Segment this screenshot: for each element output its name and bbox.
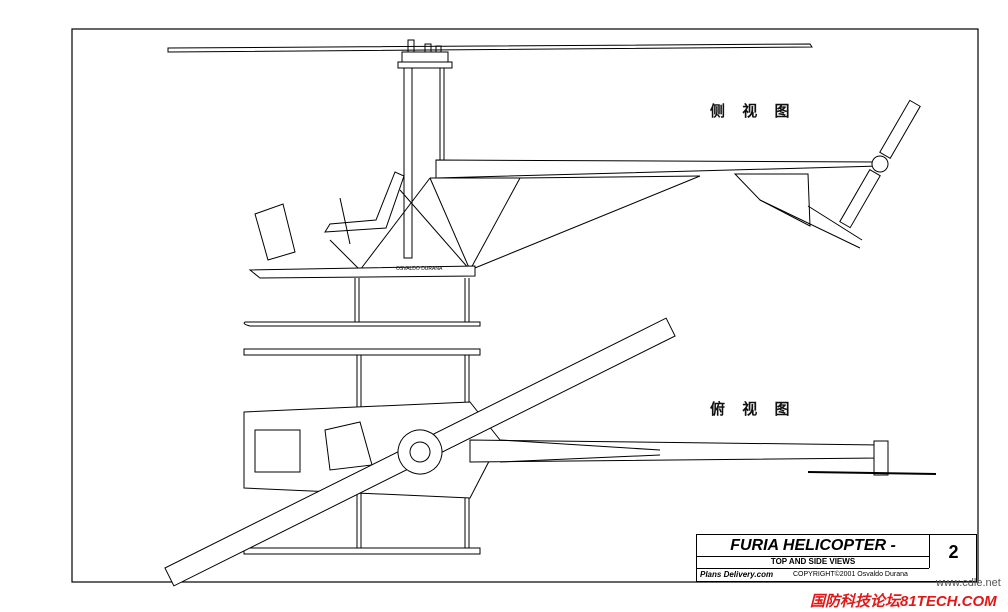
landing-skid [243, 321, 481, 327]
tail-rotor [839, 99, 921, 229]
tail-fin [733, 173, 811, 227]
nose-pedals [254, 203, 296, 261]
side-view-label: 侧 视 图 [710, 102, 796, 120]
main-rotor-blade [167, 43, 813, 53]
floor-frame [248, 265, 476, 279]
title-block: FURIA HELICOPTER - TOP AND SIDE VIEWS Pl… [696, 534, 977, 582]
drawing-border [71, 28, 979, 583]
top-tail-boom [469, 439, 881, 463]
pilot-seat [324, 171, 405, 233]
title-block-publisher: Plans Delivery.com [700, 570, 774, 579]
top-view [164, 317, 937, 587]
side-truss [329, 175, 701, 271]
pilot-name-label: OSVALDO DURANA [396, 266, 443, 272]
tail-boom [435, 159, 881, 179]
title-block-title: FURIA HELICOPTER - [697, 535, 929, 557]
rotor-hub [397, 39, 453, 160]
top-view-label: 俯 视 图 [710, 400, 796, 418]
top-tail-rotor [807, 471, 937, 475]
title-block-subtitle: TOP AND SIDE VIEWS [697, 556, 929, 569]
title-block-copyright: COPYRIGHT©2001 Osvaldo Durana [793, 571, 908, 578]
forum-watermark: 国防科技论坛81TECH.COM [810, 593, 997, 610]
top-skid-upper [243, 348, 481, 356]
side-view [167, 39, 921, 327]
mast [403, 67, 413, 259]
top-cockpit-frame [243, 401, 501, 499]
sheet-number: 2 [929, 535, 977, 568]
top-skid-lower [243, 547, 481, 555]
top-main-rotor [164, 317, 676, 587]
site-watermark: www.cdle.net [936, 577, 1001, 589]
